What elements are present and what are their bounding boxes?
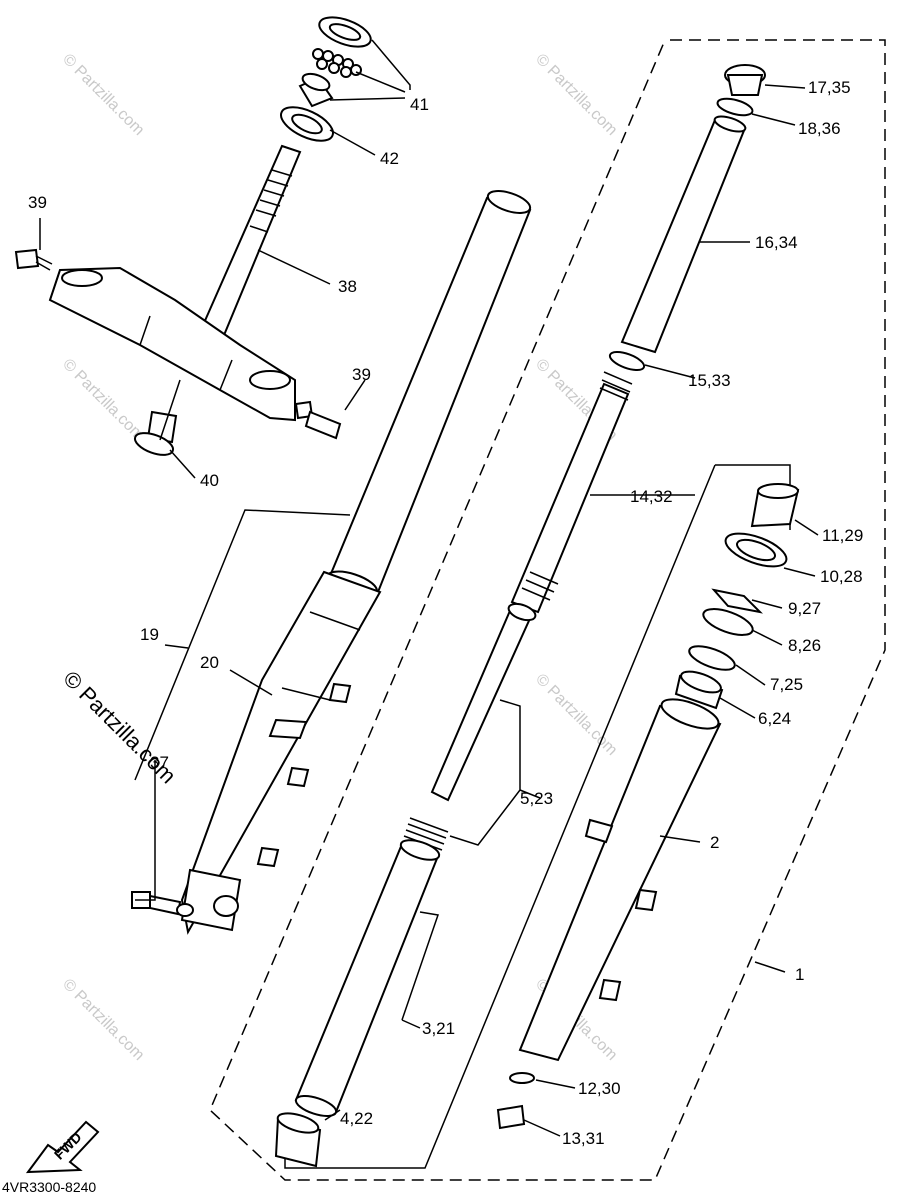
outer-tube-lug-1: [634, 888, 658, 912]
circlip: [711, 588, 763, 614]
lug-3: [256, 846, 280, 868]
callout-3-21: 3,21: [422, 1019, 455, 1038]
callout-38: 38: [338, 277, 357, 296]
callout-5-23: 5,23: [520, 789, 553, 808]
watermark-2: © Partzilla.com: [532, 51, 620, 139]
callout-17-35: 17,35: [808, 78, 851, 97]
under-bracket: [48, 266, 296, 422]
damper-rod: [430, 604, 534, 802]
damper-assembly: [274, 64, 766, 1168]
callout-41: 41: [410, 95, 429, 114]
callout-20: 20: [200, 653, 219, 672]
callout-8-26: 8,26: [788, 636, 821, 655]
callout-14-32: 14,32: [630, 487, 673, 506]
diagram-code: 4VR3300-8240: [2, 1179, 96, 1195]
lug-1: [328, 682, 352, 704]
callout-1: 1: [795, 965, 804, 984]
outer-tube-boss: [584, 818, 614, 844]
callout-11-29: 11,29: [822, 526, 863, 545]
callout-7-25: 7,25: [770, 675, 803, 694]
fork-spring: [510, 382, 630, 614]
spring-seat: [608, 350, 646, 372]
watermark-6: © Partzilla.com: [59, 976, 147, 1064]
callout-12-30: 12,30: [578, 1079, 621, 1098]
callout-42: 42: [380, 149, 399, 168]
callout-10-28: 10,28: [820, 567, 863, 586]
callout-16-34: 16,34: [755, 233, 798, 252]
dust-seal: [688, 645, 736, 671]
watermark-3: © Partzilla.com: [59, 356, 147, 444]
callout-13-31: 13,31: [562, 1129, 605, 1148]
bracket-hole-left: [61, 269, 103, 287]
left-fork-leg: [131, 190, 532, 935]
fwd-arrow-badge: FWD: [25, 1120, 100, 1174]
watermark-1: © Partzilla.com: [59, 51, 147, 139]
callout-6-24: 6,24: [758, 709, 791, 728]
callout-18-36: 18,36: [798, 119, 841, 138]
leader-lines: [39, 39, 819, 1137]
callout-39-right: 39: [352, 365, 371, 384]
callout-40: 40: [200, 471, 219, 490]
callout-39-left: 39: [28, 193, 47, 212]
lug-2: [286, 766, 310, 788]
o-ring: [716, 97, 754, 117]
bearing-race-top-inner: [328, 23, 362, 41]
watermark-5: © Partzilla.com: [532, 671, 620, 759]
gasket: [509, 1072, 535, 1084]
bearing-balls: [312, 48, 362, 78]
pinch-bolt-39-left: [14, 248, 40, 270]
steering-stem-shaft: [198, 144, 302, 342]
air-valve: [268, 718, 308, 740]
steering-stem-assembly: [14, 16, 372, 456]
outer-tube-lug-2: [598, 978, 622, 1002]
callout-2: 2: [710, 833, 719, 852]
spacer-tube: [620, 118, 747, 354]
fwd-arrow-icon: [25, 1120, 100, 1174]
axle-hole: [213, 895, 239, 917]
rebound-spring: [403, 817, 449, 851]
bracket-hole-right: [249, 370, 291, 390]
callout-15-33: 15,33: [688, 371, 731, 390]
callout-19: 19: [140, 625, 159, 644]
inner-tube-left: [328, 196, 532, 594]
outer-tube-right: [518, 704, 722, 1062]
inner-assembly-boundary: [209, 39, 886, 1181]
callout-4-22: 4,22: [340, 1109, 373, 1128]
callout-9-27: 9,27: [788, 599, 821, 618]
callout-37: 37: [150, 753, 169, 772]
callout-labels: 41 42 38 39 39 40 19 20 37 17,35 18,36 1…: [2, 78, 863, 1195]
drain-bolt: [496, 1104, 526, 1130]
right-outer-tube: [496, 483, 800, 1130]
